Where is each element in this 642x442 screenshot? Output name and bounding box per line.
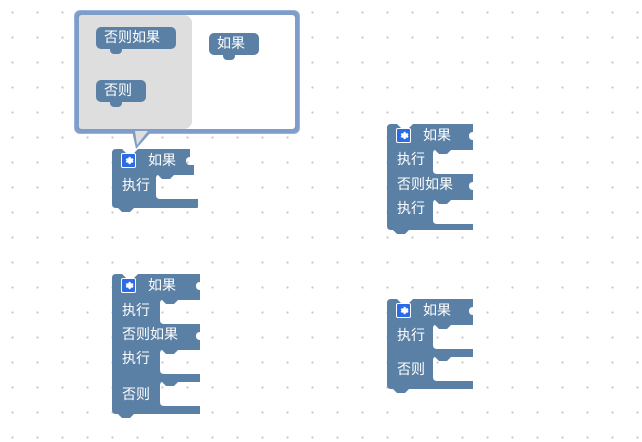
block-label-if: 如果: [148, 278, 176, 294]
block-label-else: 否则: [397, 362, 425, 378]
flyout-else-if-block[interactable]: 否则如果: [96, 27, 176, 54]
flyout-else-block[interactable]: 否则: [96, 80, 146, 107]
block-label-do: 执行: [397, 201, 425, 217]
block-label-else: 否则: [122, 387, 150, 403]
block-label-do: 执行: [122, 351, 150, 367]
if-block-4[interactable]: 如果 执行 否则: [387, 299, 477, 399]
mutator-if-block[interactable]: 如果: [209, 33, 259, 60]
block-label-do: 执行: [122, 178, 150, 194]
block-label-if: 如果: [423, 128, 451, 144]
if-block-1[interactable]: 如果 执行: [112, 149, 202, 213]
block-label-if: 如果: [423, 303, 451, 319]
block-shape: [112, 274, 200, 418]
if-block-3[interactable]: 如果 执行 否则如果 执行 否则: [112, 274, 204, 424]
gear-icon[interactable]: [396, 128, 411, 143]
block-label-do: 执行: [397, 152, 425, 168]
gear-icon[interactable]: [396, 303, 411, 318]
block-label-else-if: 否则如果: [122, 327, 178, 343]
if-block-2[interactable]: 如果 执行 否则如果 执行: [387, 124, 477, 236]
block-shape: [387, 124, 473, 234]
block-label-do: 执行: [397, 328, 425, 344]
block-label-else-if: 否则如果: [397, 177, 453, 193]
gear-icon[interactable]: [121, 278, 136, 293]
bubble-tail: [132, 131, 152, 149]
block-label-do: 执行: [122, 303, 150, 319]
gear-icon[interactable]: [121, 153, 136, 168]
block-label-if: 如果: [148, 153, 176, 169]
block-shape: [387, 299, 473, 393]
